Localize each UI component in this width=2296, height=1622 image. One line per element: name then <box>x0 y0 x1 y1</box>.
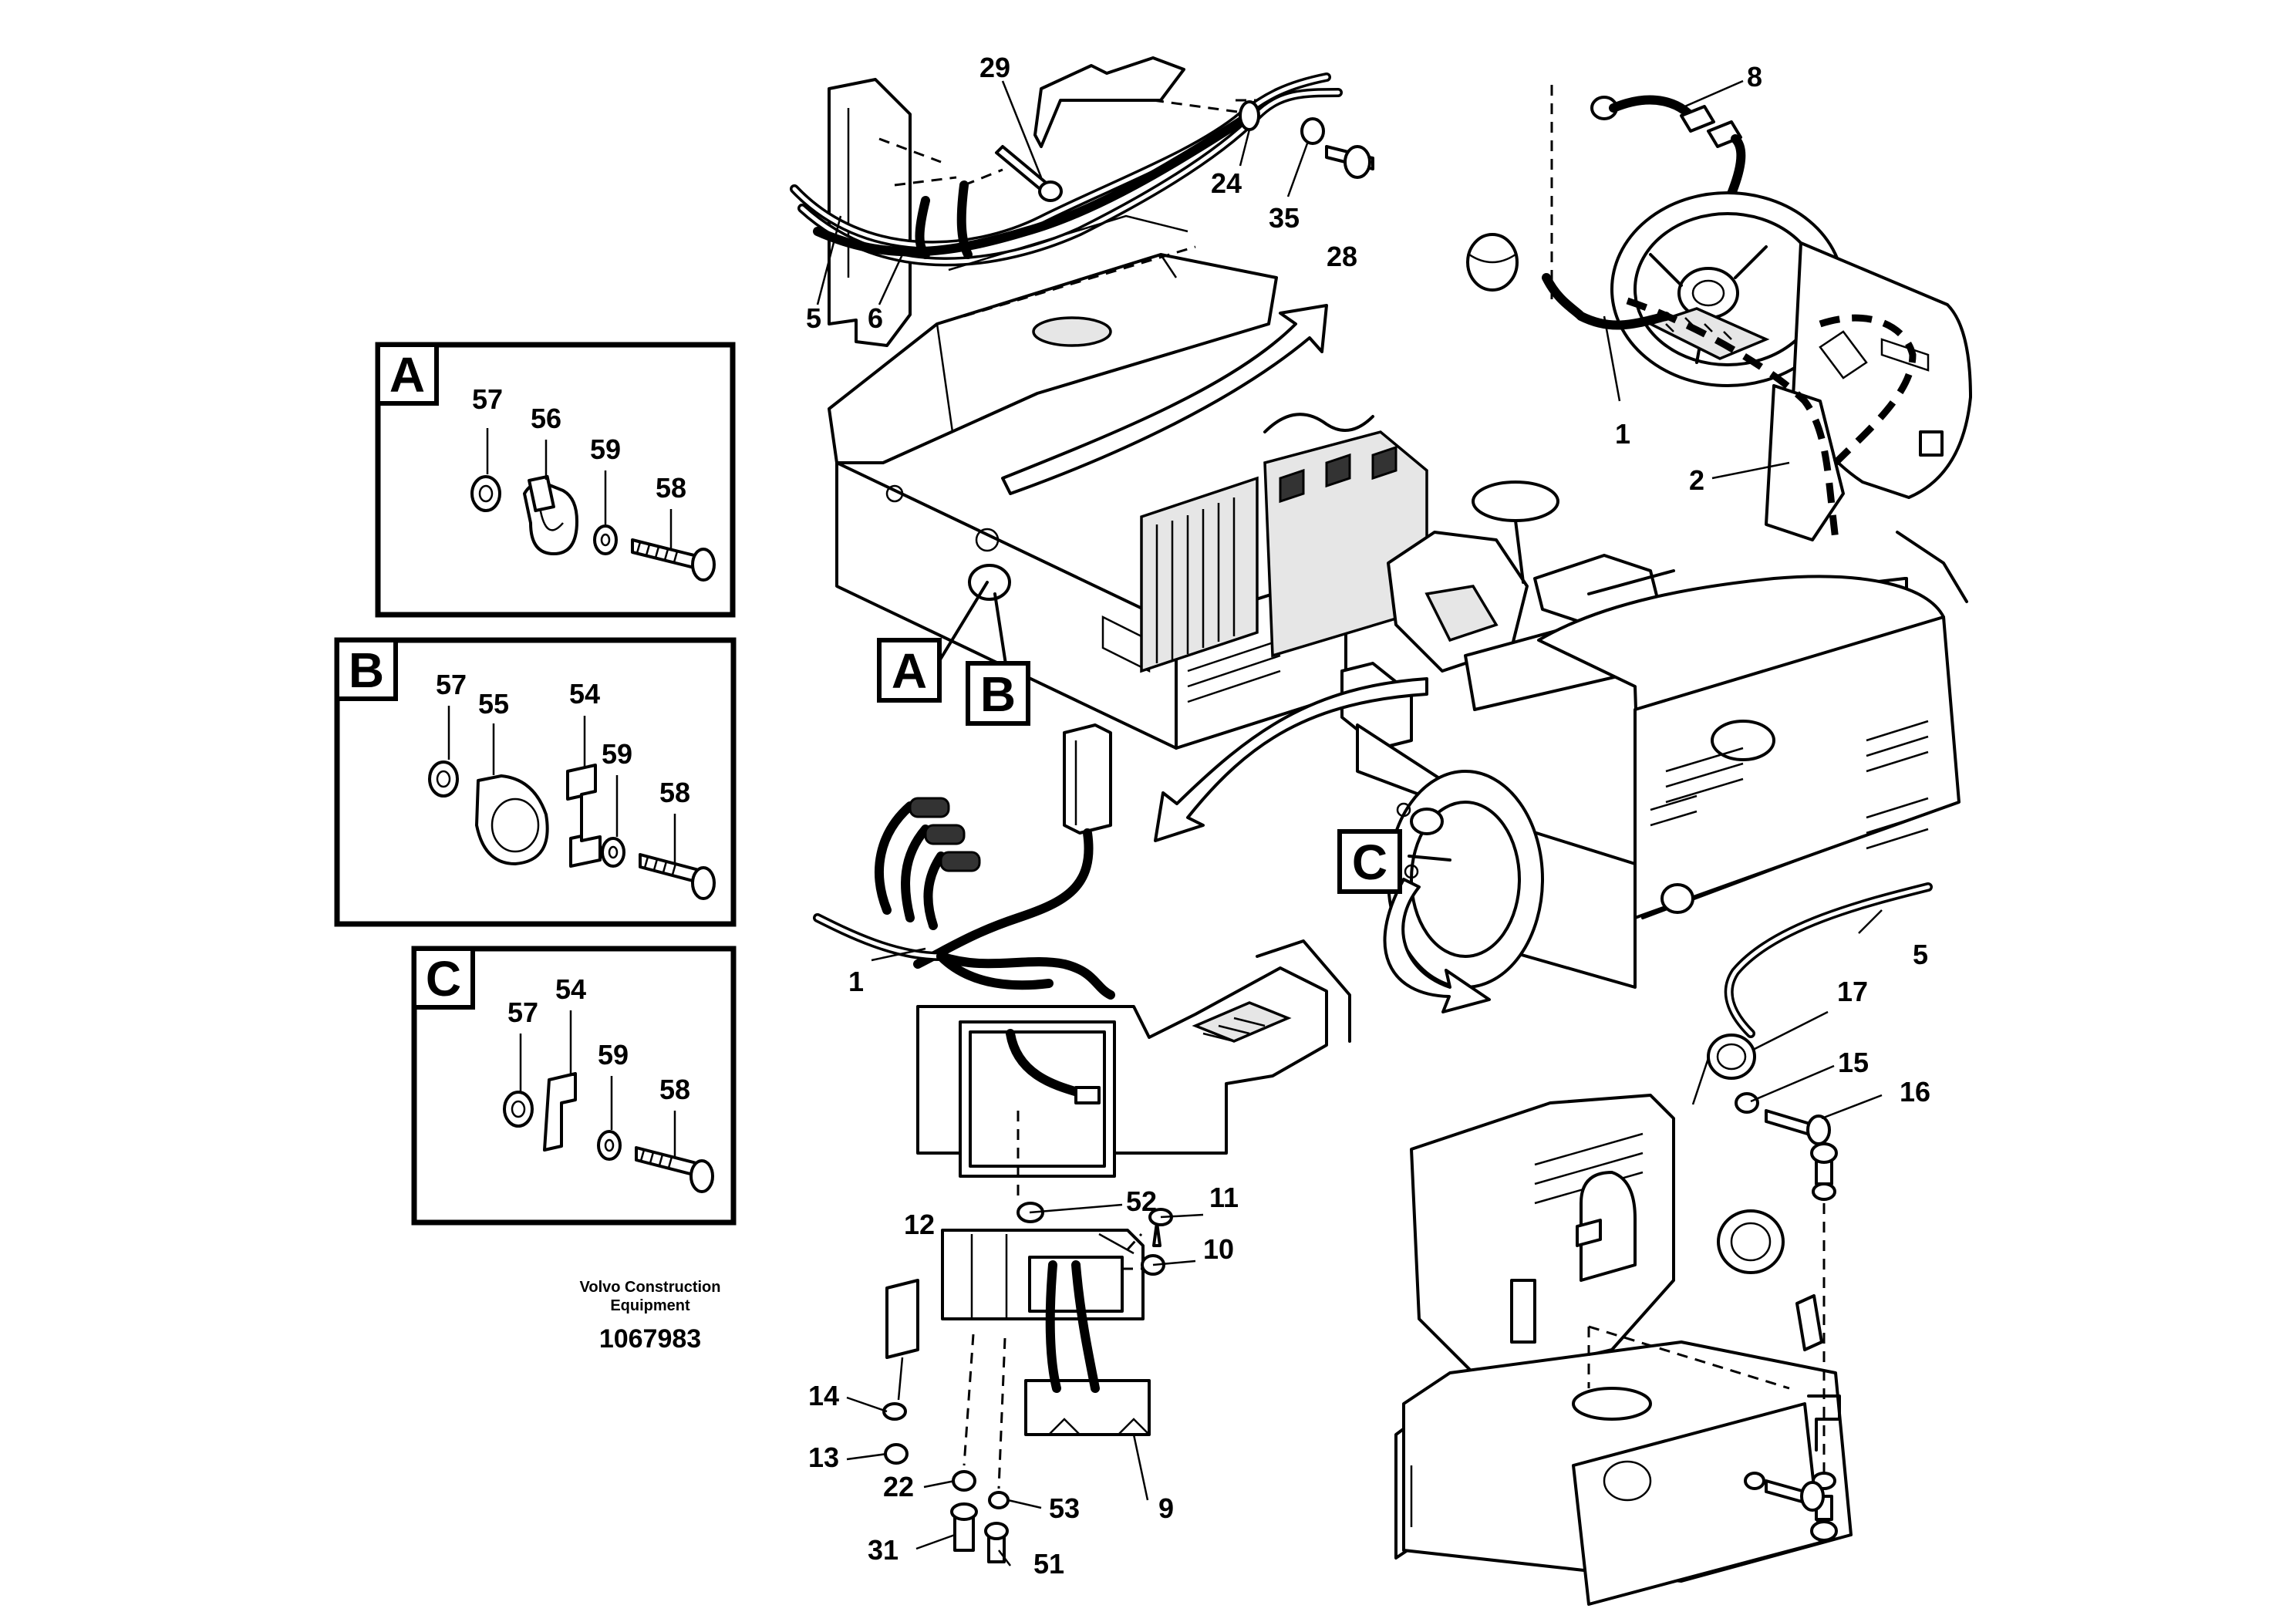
part-number-54-c: 54 <box>555 973 586 1005</box>
part-number-10: 10 <box>1203 1233 1234 1265</box>
part-number-1-dashboard: 1 <box>1615 418 1630 450</box>
part-number-58-a: 58 <box>656 472 686 504</box>
part-number-57-a: 57 <box>472 383 503 415</box>
part-number-16: 16 <box>1900 1076 1930 1108</box>
part-number-31: 31 <box>868 1534 899 1566</box>
part-number-56: 56 <box>531 403 561 434</box>
part-number-53: 53 <box>1049 1492 1080 1524</box>
part-number-14: 14 <box>808 1380 839 1411</box>
nut-icon <box>470 475 501 512</box>
part-number-15: 15 <box>1838 1047 1869 1078</box>
bolt-icon <box>639 853 716 900</box>
washer-icon <box>601 837 625 868</box>
part-number-57-b: 57 <box>436 669 467 700</box>
bracket-icon <box>543 1072 577 1152</box>
part-number-11: 11 <box>1209 1182 1239 1213</box>
part-number-2: 2 <box>1689 464 1704 496</box>
nut-icon <box>428 760 459 798</box>
part-number-5-right: 5 <box>1913 939 1928 970</box>
view-marker-b: B <box>980 666 1016 722</box>
part-number-28: 28 <box>1327 241 1357 272</box>
main-machine: A B C 5 <box>828 214 1961 1038</box>
dashboard-assembly: 8 1 2 <box>1466 61 1972 603</box>
bolt-icon <box>635 1146 714 1193</box>
detail-view-b: B 57 55 54 59 58 <box>334 637 737 927</box>
part-number-59-b: 59 <box>602 738 632 770</box>
company-name-line1: Volvo Construction <box>580 1279 721 1296</box>
part-number-6: 6 <box>868 302 883 334</box>
washer-icon <box>597 1130 622 1161</box>
part-number-12: 12 <box>904 1209 935 1240</box>
part-number-58-c: 58 <box>659 1074 690 1105</box>
clamp-icon <box>475 774 549 865</box>
part-number-59-a: 59 <box>590 433 621 465</box>
washer-icon <box>593 524 618 555</box>
part-number-57-c: 57 <box>507 996 538 1028</box>
part-number-35: 35 <box>1269 202 1300 234</box>
part-number-52: 52 <box>1126 1185 1157 1217</box>
detail-view-a: A 57 56 59 58 <box>375 342 736 618</box>
part-number-58-b: 58 <box>659 777 690 808</box>
part-number-17: 17 <box>1837 976 1868 1007</box>
part-number-22: 22 <box>883 1471 914 1502</box>
part-number-29: 29 <box>979 52 1010 83</box>
detail-a-letter: A <box>389 347 425 403</box>
part-number-8: 8 <box>1747 61 1762 93</box>
part-number-24: 24 <box>1211 167 1242 199</box>
drawing-number: 1067983 <box>599 1324 701 1354</box>
view-marker-c: C <box>1352 835 1387 890</box>
part-number-1-harness: 1 <box>848 966 864 997</box>
part-number-59-c: 59 <box>598 1039 629 1071</box>
control-box-assembly: 1 12 52 11 10 14 13 22 53 9 31 51 <box>808 723 1351 1580</box>
horn-mount-assembly: 17 15 16 <box>1394 976 1930 1606</box>
part-number-5-top: 5 <box>806 302 821 334</box>
nut-icon <box>503 1091 534 1128</box>
bolt-icon <box>631 538 716 582</box>
view-marker-a: A <box>892 643 927 699</box>
part-number-51: 51 <box>1033 1548 1064 1580</box>
part-number-55: 55 <box>478 688 509 720</box>
part-number-54-b: 54 <box>569 678 600 710</box>
drawing-footer: Volvo Construction Equipment 1067983 <box>580 1279 721 1354</box>
part-number-13: 13 <box>808 1442 839 1473</box>
detail-c-letter: C <box>426 951 461 1007</box>
detail-view-c: C 57 54 59 58 <box>411 946 737 1226</box>
clamp-icon <box>523 474 578 555</box>
detail-b-letter: B <box>349 642 384 698</box>
bracket-icon <box>566 764 602 868</box>
part-number-9: 9 <box>1158 1492 1174 1524</box>
top-harness-assembly: 29 24 35 28 5 6 <box>790 52 1374 347</box>
company-name-line2: Equipment <box>610 1297 690 1314</box>
